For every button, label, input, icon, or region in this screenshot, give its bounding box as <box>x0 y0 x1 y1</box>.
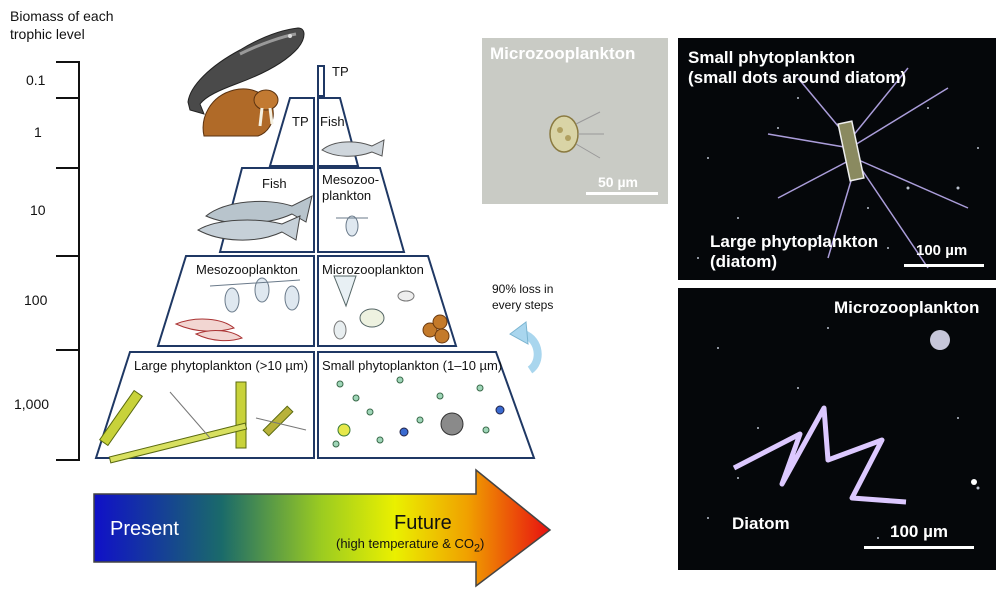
photo3-label: Diatom <box>732 514 790 533</box>
diatom-chain-image <box>707 327 980 539</box>
pyramid-tier5-right <box>317 351 536 459</box>
photo1-scale-bar <box>586 192 658 195</box>
photo-phytoplankton-dark: Small phytoplankton (small dots around d… <box>678 38 996 280</box>
pyramid-label-tier2-right: Fish <box>320 114 345 129</box>
small-phytoplankton-icons <box>332 376 505 448</box>
photo2-label-line2: (diatom) <box>710 252 778 271</box>
photo-diatom-dark: Microzooplankton Diatom 100 µm <box>678 288 996 570</box>
pyramid-label-tier3-right-line2: plankton <box>322 188 372 203</box>
diatom-spines-image <box>697 67 979 269</box>
pyramid-tier2-left <box>268 97 315 167</box>
loss-note-line2: every steps <box>492 298 554 312</box>
whale-icon <box>187 27 305 115</box>
tick-label-1: 1 <box>34 124 42 140</box>
walrus-icon <box>202 88 279 137</box>
loss-curved-arrow-icon <box>509 321 542 374</box>
photo-microzooplankton-light: Microzooplankton 50 µm <box>482 38 668 204</box>
large-phytoplankton-icons <box>99 381 307 464</box>
biomass-axis <box>56 61 80 461</box>
copepod-icon <box>209 215 368 313</box>
tick-label-0.1: 0.1 <box>26 72 46 88</box>
cod-fish-icon <box>196 195 313 241</box>
photo1-scale-label: 50 µm <box>598 174 638 190</box>
pyramid-label-tier5-left: Large phytoplankton (>10 µm) <box>134 358 309 373</box>
future-sub-text: (high temperature & CO <box>336 536 475 551</box>
axis-title-line1: Biomass of each <box>10 8 114 24</box>
photo3-scale-label: 100 µm <box>890 522 948 541</box>
photo2-title-line2: (small dots around diatom) <box>688 68 907 87</box>
tick-label-10: 10 <box>30 202 46 218</box>
present-future-arrow <box>93 468 552 588</box>
pyramid-tier5-left <box>94 351 315 459</box>
fish-icon <box>321 139 385 157</box>
arrow-label-future: Future <box>394 512 452 534</box>
pyramid-label-top: TP <box>332 64 349 79</box>
photo2-title-line1: Small phytoplankton <box>688 48 856 67</box>
pyramid-label-tier3-right-line1: Mesozoo- <box>322 172 380 187</box>
photo2-label-line1: Large phytoplankton <box>710 232 879 251</box>
photo3-scale-bar <box>864 546 974 549</box>
pyramid-label-tier4-right: Microzooplankton <box>322 262 424 277</box>
loss-note-line1: 90% loss in <box>492 282 554 296</box>
pyramid-label-tier5-right: Small phytoplankton (1–10 µm) <box>322 358 503 373</box>
photo3-title: Microzooplankton <box>834 298 980 317</box>
krill-icon <box>174 318 244 342</box>
ciliate-cell-icon <box>549 111 604 159</box>
tick-label-1000: 1,000 <box>14 396 50 412</box>
future-sub-subscript: 2 <box>474 542 481 555</box>
future-sub-end: ) <box>480 536 485 551</box>
whale-walrus-illustration <box>187 27 305 137</box>
photo2-scale-label: 100 µm <box>916 242 968 259</box>
arrow-shape <box>93 468 552 588</box>
photo1-title: Microzooplankton <box>490 44 636 63</box>
pyramid-label-tier3-left: Fish <box>262 176 287 191</box>
tick-label-100: 100 <box>24 292 48 308</box>
pyramid-tier3-right <box>317 167 406 253</box>
pyramid-label-tier4-left: Mesozooplankton <box>196 262 298 277</box>
trophic-pyramid <box>94 65 536 464</box>
photo2-scale-bar <box>904 264 984 267</box>
arrow-label-present: Present <box>110 518 179 540</box>
axis-title-line2: trophic level <box>10 26 85 42</box>
pyramid-top-block <box>317 65 325 97</box>
arrow-label-future-sub: (high temperature & CO2) <box>336 536 484 555</box>
pyramid-label-tier2-left: TP <box>292 114 309 129</box>
microzooplankton-icons <box>333 275 450 344</box>
